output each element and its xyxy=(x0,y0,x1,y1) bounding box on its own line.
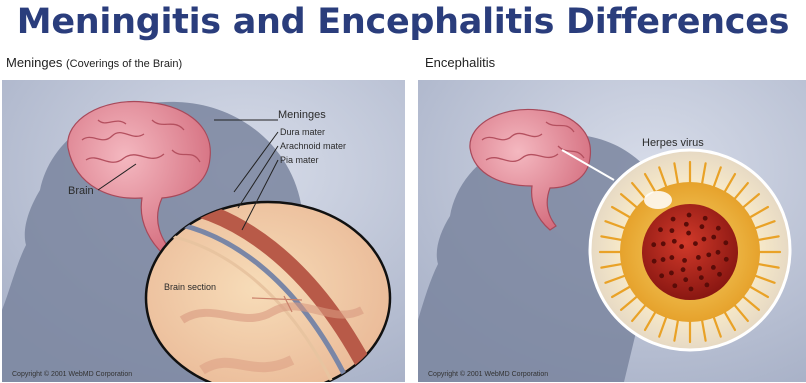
label-pia-mater: Pia mater xyxy=(280,155,319,165)
virus-surface-dot xyxy=(679,244,684,249)
virus-surface-dot xyxy=(706,252,711,257)
virus-surface-dot xyxy=(723,240,728,245)
virus-surface-dot xyxy=(696,255,701,260)
virus-surface-dot xyxy=(705,283,710,288)
copyright-right: Copyright © 2001 WebMD Corporation xyxy=(428,371,548,378)
virus-surface-dot xyxy=(652,259,657,264)
virus-surface-dot xyxy=(716,250,721,255)
label-brain-section: Brain section xyxy=(164,282,216,292)
virus-surface-dot xyxy=(659,273,664,278)
virus-surface-dot xyxy=(651,242,656,247)
encephalitis-diagram: Herpes virus xyxy=(418,80,806,382)
encephalitis-illustration: Herpes virus Copyright © 2001 WebMD Corp… xyxy=(418,80,806,382)
encephalitis-heading: Encephalitis xyxy=(425,55,495,70)
virus-surface-dot xyxy=(703,216,708,221)
copyright-left: Copyright © 2001 WebMD Corporation xyxy=(12,371,132,378)
virus-surface-dot xyxy=(687,213,692,218)
virus-surface-dot xyxy=(672,239,677,244)
virus-surface-dot xyxy=(716,226,721,231)
virus-surface-dot xyxy=(724,257,729,262)
meninges-illustration: Meninges Dura mater Arachnoid mater Pia … xyxy=(2,80,405,382)
virus-surface-dot xyxy=(697,266,702,271)
virus-surface-dot xyxy=(702,237,707,242)
virus-surface-dot xyxy=(670,228,675,233)
virus-surface-dot xyxy=(711,265,716,270)
virus-surface-dot xyxy=(658,227,663,232)
page-title: Meningitis and Encephalitis Differences xyxy=(0,2,806,42)
virus-surface-dot xyxy=(711,235,716,240)
meninges-heading-note: (Coverings of the Brain) xyxy=(66,58,182,70)
label-meninges: Meninges xyxy=(278,109,326,121)
virus-surface-dot xyxy=(693,241,698,246)
virus-surface-dot xyxy=(682,258,687,263)
left-panel-heading: Meninges (Coverings of the Brain) xyxy=(6,55,182,70)
virus-surface-dot xyxy=(689,287,694,292)
virus-surface-dot xyxy=(686,231,691,236)
virus-surface-dot xyxy=(669,255,674,260)
meninges-diagram: Meninges Dura mater Arachnoid mater Pia … xyxy=(2,80,405,382)
label-brain: Brain xyxy=(68,185,94,197)
virus-surface-dot xyxy=(672,283,677,288)
virus-surface-dot xyxy=(700,224,705,229)
brain-section-magnifier xyxy=(146,202,390,382)
virus-surface-dot xyxy=(684,222,689,227)
meninges-heading: Meninges xyxy=(6,55,62,70)
herpes-virus-icon xyxy=(590,150,790,350)
virus-surface-dot xyxy=(683,277,688,282)
label-dura-mater: Dura mater xyxy=(280,127,325,137)
virus-surface-dot xyxy=(717,272,722,277)
virus-surface-dot xyxy=(669,271,674,276)
label-arachnoid-mater: Arachnoid mater xyxy=(280,141,346,151)
virus-surface-dot xyxy=(661,241,666,246)
label-herpes-virus: Herpes virus xyxy=(642,137,704,149)
virus-surface-dot xyxy=(661,257,666,262)
virus-surface-dot xyxy=(699,275,704,280)
virus-surface-dot xyxy=(671,217,676,222)
virus-surface-dot xyxy=(681,267,686,272)
